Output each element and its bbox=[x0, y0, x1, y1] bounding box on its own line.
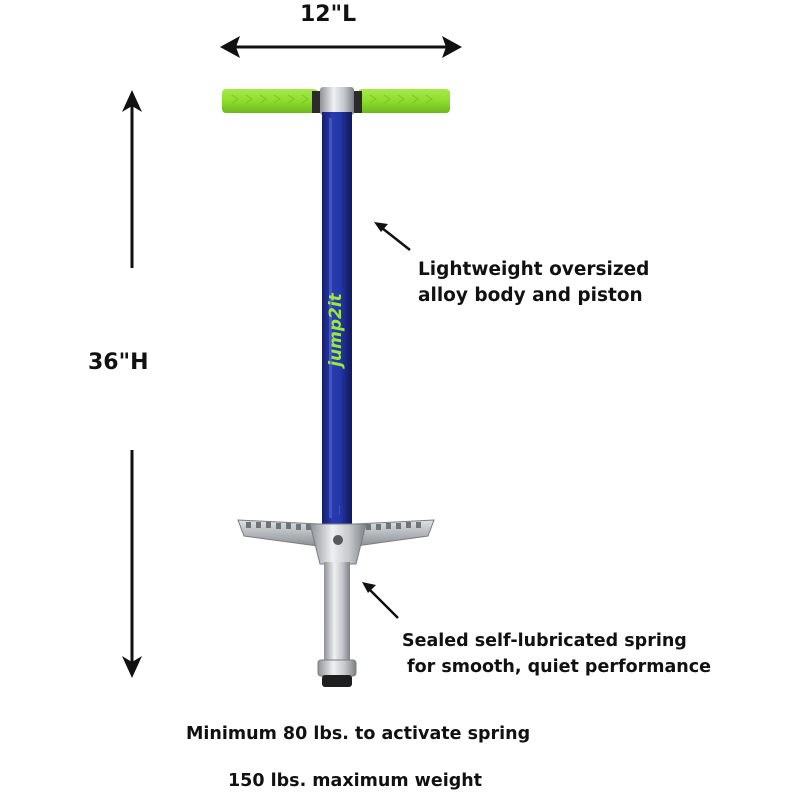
spring-callout: Sealed self-lubricated spring for smooth… bbox=[402, 628, 711, 680]
shaft bbox=[322, 112, 352, 524]
handle-clamp bbox=[320, 87, 354, 115]
rubber-tip bbox=[322, 675, 352, 687]
body-callout-arrow bbox=[374, 222, 411, 251]
right-grip bbox=[358, 89, 450, 113]
left-grip bbox=[222, 89, 318, 113]
body-callout-line-1: Lightweight oversized bbox=[418, 259, 650, 280]
length-dimension-label: 12"L bbox=[300, 2, 357, 27]
maximum-weight-note: 150 lbs. maximum weight bbox=[228, 771, 483, 791]
piston-tube bbox=[324, 562, 350, 666]
brand-logo: jump2it bbox=[326, 292, 346, 369]
spring-callout-arrow bbox=[362, 582, 399, 619]
minimum-weight-note: Minimum 80 lbs. to activate spring bbox=[186, 724, 531, 744]
body-callout: Lightweight oversized alloy body and pis… bbox=[418, 257, 649, 309]
svg-text:·····: ····· bbox=[337, 505, 344, 515]
foot-pegs bbox=[237, 519, 435, 565]
height-dimension-label: 36"H bbox=[88, 350, 149, 375]
spring-callout-line-1: Sealed self-lubricated spring bbox=[402, 631, 687, 651]
height-arrow bbox=[122, 90, 142, 678]
piston-base bbox=[317, 659, 357, 677]
body-callout-line-2: alloy body and piston bbox=[418, 285, 643, 306]
handlebar bbox=[222, 87, 450, 115]
spring-callout-line-2: for smooth, quiet performance bbox=[407, 657, 711, 677]
length-arrow bbox=[220, 36, 462, 58]
